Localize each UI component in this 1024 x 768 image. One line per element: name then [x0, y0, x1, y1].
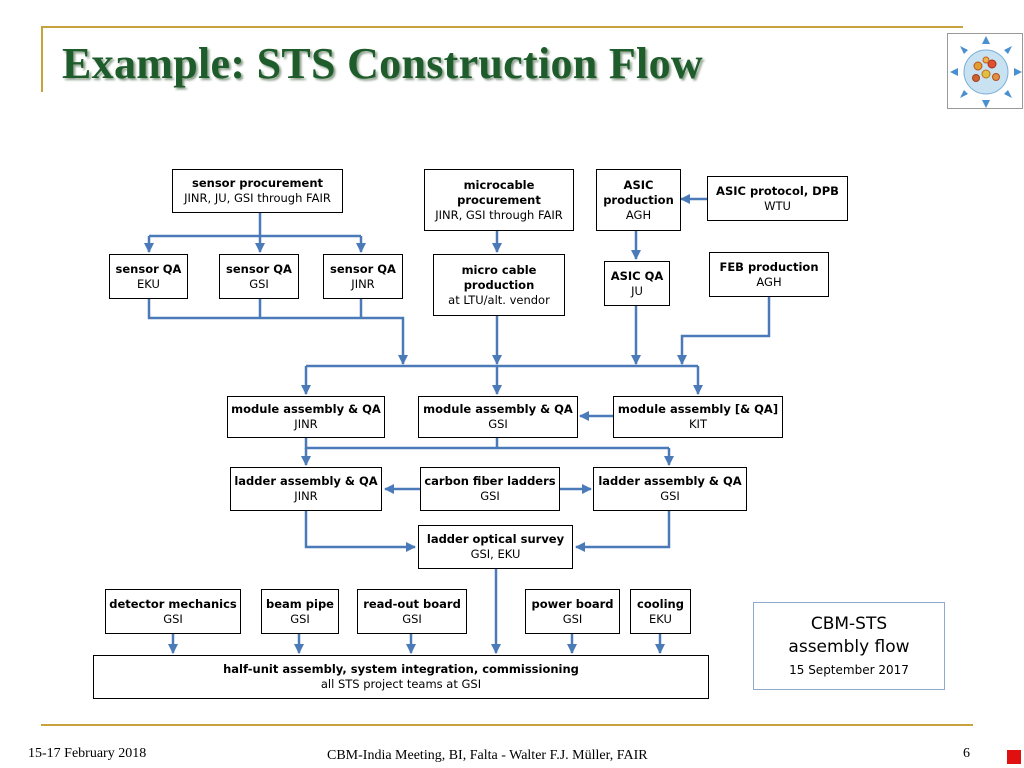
red-marker-icon	[1007, 750, 1021, 764]
box-module-assembly-kit: module assembly [& QA] KIT	[613, 396, 783, 438]
info-line-1: CBM-STS	[810, 613, 888, 634]
box-sensor-qa-jinr: sensor QA JINR	[323, 254, 403, 299]
box-title: FEB production	[719, 259, 819, 274]
box-power-board: power board GSI	[525, 589, 620, 634]
box-asic-production: ASIC production AGH	[596, 169, 681, 231]
box-cooling: cooling EKU	[630, 589, 691, 634]
box-subtitle: EKU	[137, 276, 160, 291]
box-asic-protocol-dpb: ASIC protocol, DPB WTU	[707, 176, 848, 221]
box-subtitle: JINR, GSI through FAIR	[435, 207, 563, 222]
box-subtitle: EKU	[649, 611, 672, 626]
box-title: ladder optical survey	[426, 532, 565, 546]
box-asic-qa: ASIC QA JU	[604, 261, 670, 306]
box-subtitle: KIT	[689, 417, 707, 431]
box-ladder-assembly-gsi: ladder assembly & QA GSI	[593, 467, 747, 511]
box-subtitle: GSI	[660, 489, 680, 503]
box-subtitle: at LTU/alt. vendor	[448, 292, 550, 307]
box-title: beam pipe	[266, 596, 334, 611]
box-title: carbon fiber ladders	[424, 474, 556, 488]
accent-vertical-bar	[41, 26, 43, 92]
box-subtitle: JINR	[351, 276, 375, 291]
info-line-2: assembly flow	[788, 636, 910, 657]
slide-title: Example: STS Construction Flow	[62, 39, 703, 88]
box-subtitle: AGH	[625, 207, 652, 222]
box-detector-mechanics: detector mechanics GSI	[105, 589, 241, 634]
info-box: CBM-STS assembly flow 15 September 2017	[753, 602, 945, 690]
box-title: module assembly [& QA]	[617, 402, 779, 416]
box-subtitle: JINR, JU, GSI through FAIR	[184, 191, 331, 205]
box-title: ladder assembly & QA	[234, 474, 378, 488]
box-title: ASIC protocol, DPB	[716, 183, 839, 198]
box-title: ASIC QA	[610, 268, 664, 283]
box-subtitle: WTU	[764, 198, 791, 213]
box-title: sensor procurement	[192, 176, 323, 190]
footer-date: 15-17 February 2018	[28, 746, 147, 761]
box-subtitle: JU	[631, 283, 643, 298]
box-title: micro cable production	[461, 262, 537, 292]
box-subtitle: GSI	[480, 489, 500, 503]
box-title: sensor QA	[226, 261, 292, 276]
info-date: 15 September 2017	[789, 662, 909, 677]
box-module-assembly-gsi: module assembly & QA GSI	[418, 396, 578, 438]
box-title: detector mechanics	[109, 596, 237, 611]
box-title: ASIC production	[603, 177, 674, 207]
box-title: sensor QA	[330, 261, 396, 276]
box-subtitle: GSI	[488, 417, 508, 431]
box-micro-cable-production: micro cable production at LTU/alt. vendo…	[433, 254, 565, 316]
box-title: half-unit assembly, system integration, …	[223, 662, 579, 676]
box-ladder-optical-survey: ladder optical survey GSI, EKU	[418, 525, 573, 569]
box-title: power board	[531, 596, 614, 611]
box-half-unit-assembly: half-unit assembly, system integration, …	[93, 655, 709, 699]
arrow-ladder-jinr-to-survey	[304, 511, 416, 552]
box-title: ladder assembly & QA	[598, 474, 742, 488]
cbm-detector-logo-icon	[947, 33, 1023, 109]
box-read-out-board: read-out board GSI	[357, 589, 467, 634]
footer-center: CBM-India Meeting, BI, Falta - Walter F.…	[327, 748, 648, 763]
box-subtitle: GSI, EKU	[470, 547, 521, 561]
box-microcable-procurement: microcable procurement JINR, GSI through…	[424, 169, 574, 231]
box-subtitle: GSI	[562, 611, 583, 626]
box-title: module assembly & QA	[423, 402, 573, 416]
accent-bottom-line	[41, 724, 973, 726]
box-module-assembly-jinr: module assembly & QA JINR	[227, 396, 385, 438]
box-sensor-procurement: sensor procurement JINR, JU, GSI through…	[172, 169, 343, 213]
box-subtitle: GSI	[163, 611, 183, 626]
box-beam-pipe: beam pipe GSI	[261, 589, 339, 634]
box-subtitle: all STS project teams at GSI	[320, 677, 482, 691]
box-subtitle: GSI	[290, 611, 310, 626]
box-subtitle: GSI	[249, 276, 269, 291]
box-title: module assembly & QA	[231, 402, 381, 416]
box-title: read-out board	[363, 596, 461, 611]
box-title: sensor QA	[115, 261, 182, 276]
arrow-feb-to-merge	[677, 297, 771, 365]
box-sensor-qa-eku: sensor QA EKU	[109, 254, 188, 299]
box-sensor-qa-gsi: sensor QA GSI	[219, 254, 299, 299]
box-subtitle: GSI	[402, 611, 422, 626]
box-subtitle: AGH	[756, 274, 782, 289]
box-title: cooling	[637, 596, 684, 611]
accent-top-line	[41, 26, 963, 28]
box-carbon-fiber-ladders: carbon fiber ladders GSI	[420, 467, 560, 511]
arrow-ladder-gsi-to-survey	[575, 511, 671, 552]
box-subtitle: JINR	[294, 489, 318, 503]
footer-page-number: 6	[963, 746, 970, 761]
box-title: microcable procurement	[457, 177, 541, 207]
connector-ladder-bar	[304, 438, 669, 450]
box-subtitle: JINR	[294, 417, 318, 431]
box-ladder-assembly-jinr: ladder assembly & QA JINR	[230, 467, 382, 511]
connector-qa-collect	[147, 299, 408, 365]
box-feb-production: FEB production AGH	[709, 252, 829, 297]
